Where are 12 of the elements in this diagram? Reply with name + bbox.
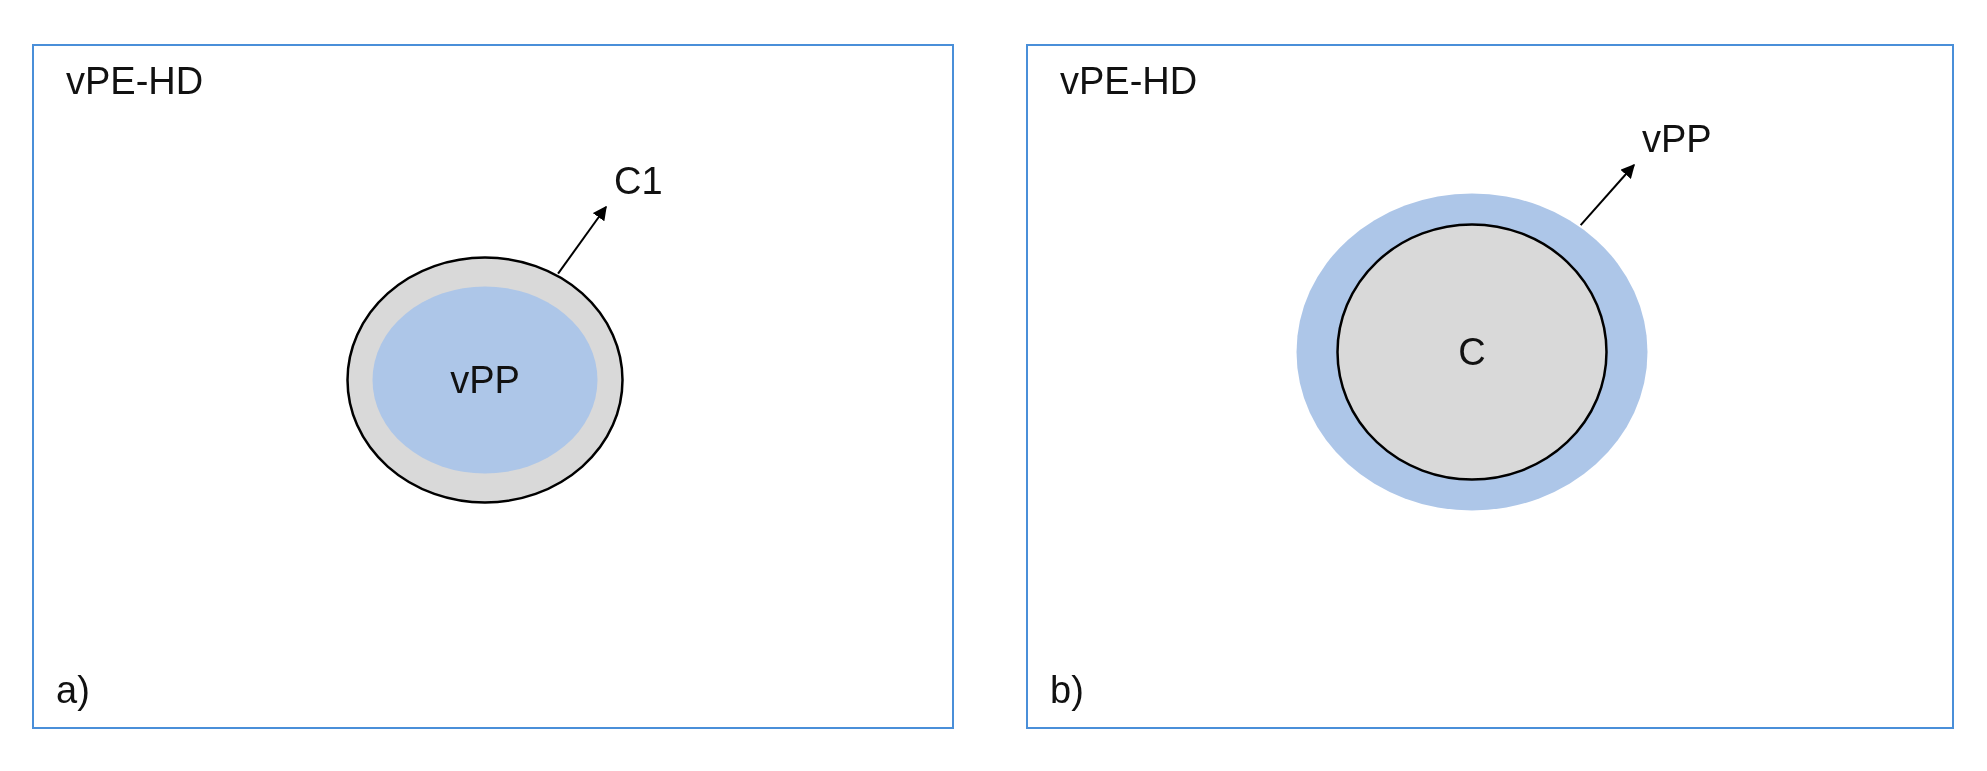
panel-frame [32, 44, 954, 729]
panel-frame [1026, 44, 1954, 729]
phase-label: C1 [614, 162, 663, 200]
phase-label: C [1458, 333, 1486, 371]
panel-title: vPE-HD [66, 62, 204, 100]
panel-letter: a) [56, 671, 90, 709]
phase-label: vPP [450, 361, 520, 399]
panel-letter: b) [1050, 671, 1084, 709]
arrow [1579, 163, 1635, 227]
panel-title: vPE-HD [1060, 62, 1198, 100]
arrow [557, 205, 607, 275]
phase-label: vPP [1642, 120, 1712, 158]
